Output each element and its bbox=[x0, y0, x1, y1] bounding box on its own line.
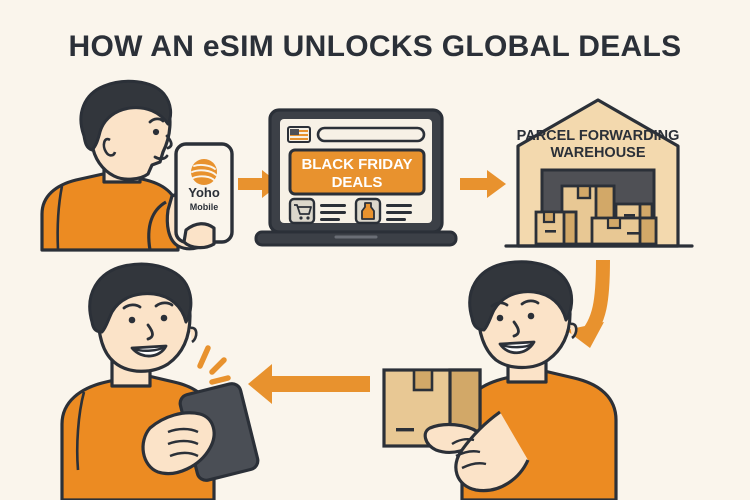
globe-icon bbox=[191, 159, 217, 185]
esim-phone[interactable]: Yoho Mobile bbox=[174, 142, 234, 244]
product-bottle-icon[interactable] bbox=[354, 197, 382, 225]
step-2-laptop-deals: BLACK FRIDAY DEALS bbox=[254, 108, 458, 247]
banner-line-2: DEALS bbox=[332, 174, 383, 191]
person2-hands bbox=[423, 410, 530, 493]
address-bar[interactable] bbox=[316, 126, 426, 143]
warehouse-label-line-1: PARCEL FORWARDING bbox=[517, 128, 680, 144]
arrow-laptop-to-warehouse bbox=[460, 170, 506, 198]
step-5-happy-phone bbox=[60, 262, 260, 500]
page-title: HOW AN eSIM UNLOCKS GLOBAL DEALS bbox=[68, 30, 682, 63]
person2-head bbox=[468, 260, 578, 370]
arrow-package-to-person bbox=[248, 364, 370, 404]
person1-head bbox=[79, 79, 173, 181]
product-row bbox=[288, 197, 412, 225]
person3-head bbox=[88, 262, 198, 373]
person3-hand bbox=[141, 411, 216, 476]
shopping-cart-icon[interactable] bbox=[288, 197, 316, 225]
black-friday-banner[interactable]: BLACK FRIDAY DEALS bbox=[288, 148, 426, 196]
phone-brand-line-2: Mobile bbox=[190, 202, 219, 212]
banner-line-1: BLACK FRIDAY bbox=[301, 156, 412, 173]
warehouse-label-line-2: WAREHOUSE bbox=[550, 145, 645, 161]
us-flag-icon bbox=[287, 126, 311, 143]
step-4-package-received bbox=[382, 260, 618, 500]
step-1-esim-phone: Yoho Mobile bbox=[40, 79, 234, 252]
excitement-marks bbox=[197, 345, 231, 385]
step-3-warehouse: PARCEL FORWARDING WAREHOUSE bbox=[504, 98, 694, 248]
warehouse-boxes bbox=[534, 184, 658, 246]
phone-brand-line-1: Yoho bbox=[188, 185, 220, 200]
browser-chrome bbox=[287, 126, 426, 143]
